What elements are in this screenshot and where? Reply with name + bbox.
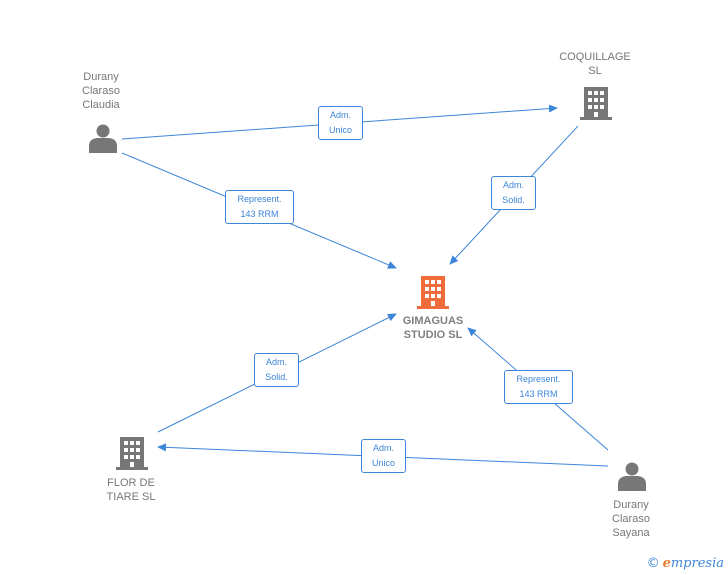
building-icon[interactable] xyxy=(116,437,148,470)
edge-label-adm-solid: Adm. Solid. xyxy=(491,176,536,210)
company-label-coquillage[interactable]: COQUILLAGE SL xyxy=(559,51,631,77)
person-icon[interactable] xyxy=(89,124,117,154)
edge-label-represent: Represent. 143 RRM xyxy=(225,190,294,224)
person-icon[interactable] xyxy=(618,462,646,492)
building-icon[interactable] xyxy=(417,276,449,309)
building-icon[interactable] xyxy=(580,87,612,120)
company-label-flor-de-tiare[interactable]: FLOR DE TIARE SL xyxy=(106,477,156,503)
edge-label-adm-solid: Adm. Solid. xyxy=(254,353,299,387)
edge-label-adm-unico: Adm. Unico xyxy=(361,439,406,473)
person-label-durany-claudia[interactable]: Durany Claraso Claudia xyxy=(82,71,120,111)
edge-label-represent: Represent. 143 RRM xyxy=(504,370,573,404)
brand-footer: ©empresia xyxy=(647,556,724,571)
person-label-durany-sayana[interactable]: Durany Claraso Sayana xyxy=(612,499,650,539)
brand-logo-text: mpresia xyxy=(670,556,724,571)
company-label-gimaguas[interactable]: GIMAGUAS STUDIO SL xyxy=(402,315,464,341)
copyright-icon: © xyxy=(646,556,660,571)
brand-logo-initial: e xyxy=(662,556,671,571)
edge-label-adm-unico: Adm. Unico xyxy=(318,106,363,140)
